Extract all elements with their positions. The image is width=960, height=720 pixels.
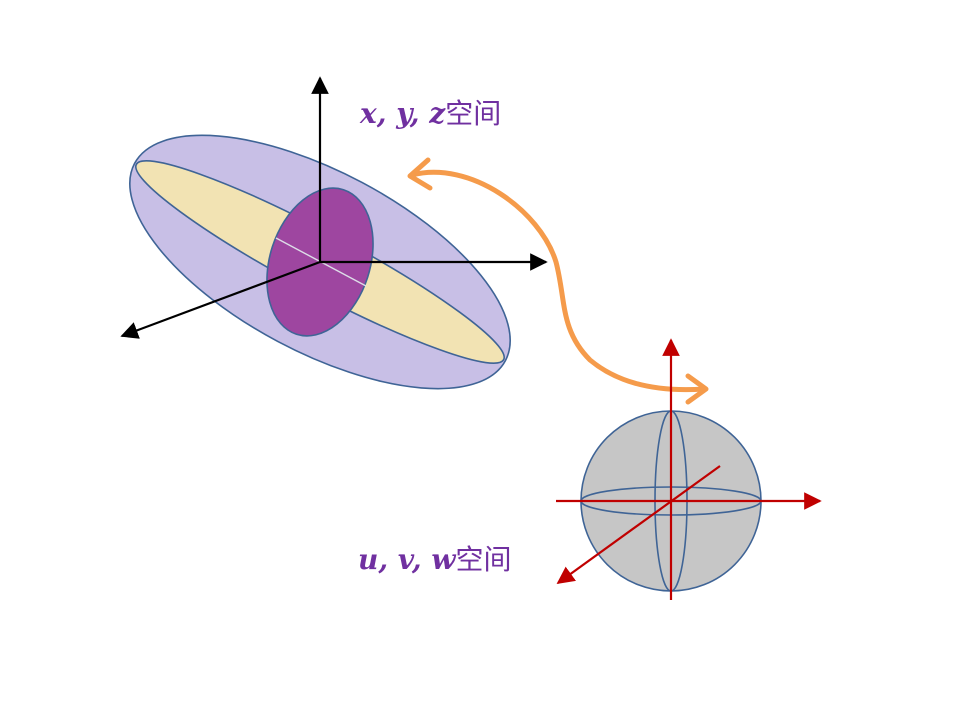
mapping-arrowhead-top [407, 157, 433, 191]
mapping-arrowhead-bottom [685, 373, 709, 405]
xyz-axes [120, 76, 548, 339]
uvw-vars-text: u, v, w [358, 543, 456, 576]
y-axis [120, 260, 321, 339]
mapping-arrow-icon [409, 169, 707, 393]
xyz-suffix-text: 空间 [445, 97, 502, 130]
xyz-vars-text: x, y, z [360, 97, 446, 130]
uvw-suffix-text: 空间 [455, 543, 512, 576]
uvw-axes [556, 338, 822, 600]
xyz-space-label: x, y, z空间 [360, 100, 501, 128]
v-axis [556, 465, 721, 585]
uvw-space-label: u, v, w空间 [358, 546, 511, 574]
